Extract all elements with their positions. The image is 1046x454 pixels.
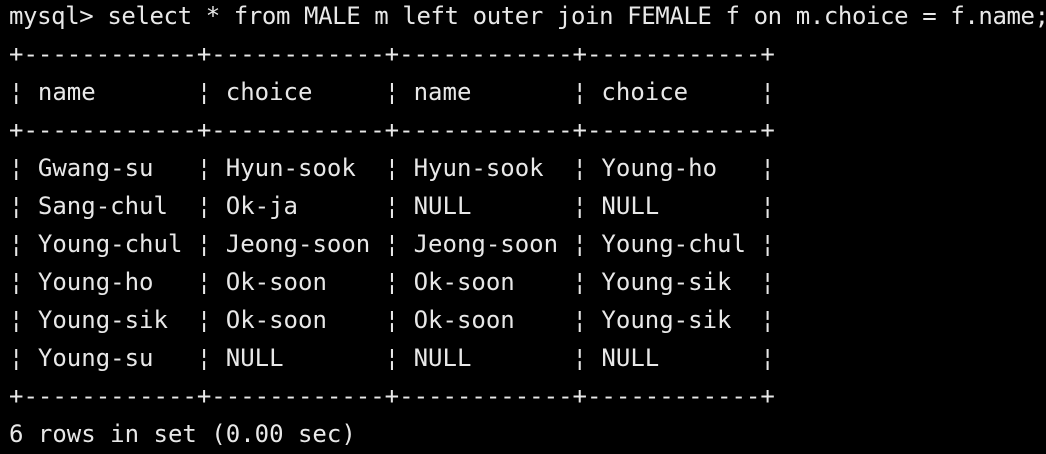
row-0-cell-2: Hyun-sook [399,154,573,182]
row-0-cell-0: Gwang-su [23,154,197,182]
row-3-cell-1: Ok-soon [211,268,385,296]
table-top-border: +------------+------------+------------+… [9,40,775,68]
row-1-cell-3: NULL [586,192,761,220]
row-3-cell-2: Ok-soon [399,268,573,296]
table-header-row: ¦ name ¦ choice ¦ name ¦ choice ¦ [9,78,775,106]
table-row: ¦ Sang-chul ¦ Ok-ja ¦ NULL ¦ NULL ¦ [9,192,775,220]
table-bottom-border: +------------+------------+------------+… [9,382,775,410]
row-4-cell-0: Young-sik [23,306,197,334]
table-header-border: +------------+------------+------------+… [9,116,775,144]
table-body: ¦ Gwang-su ¦ Hyun-sook ¦ Hyun-sook ¦ You… [9,149,1046,377]
row-0-cell-1: Hyun-sook [211,154,385,182]
mysql-prompt: mysql> [9,2,94,30]
row-1-cell-0: Sang-chul [23,192,197,220]
row-4-cell-2: Ok-soon [399,306,573,334]
sql-command: select * from MALE m left outer join FEM… [107,2,1046,30]
table-row: ¦ Young-ho ¦ Ok-soon ¦ Ok-soon ¦ Young-s… [9,268,775,296]
row-4-cell-3: Young-sik [586,306,761,334]
header-cell-1: choice [211,78,385,106]
table-row: ¦ Gwang-su ¦ Hyun-sook ¦ Hyun-sook ¦ You… [9,154,775,182]
table-row: ¦ Young-chul ¦ Jeong-soon ¦ Jeong-soon ¦… [9,230,775,258]
table-row: ¦ Young-sik ¦ Ok-soon ¦ Ok-soon ¦ Young-… [9,306,775,334]
row-3-cell-0: Young-ho [23,268,197,296]
row-2-cell-3: Young-chul [586,230,761,258]
row-2-cell-2: Jeong-soon [399,230,573,258]
row-5-cell-2: NULL [399,344,573,372]
command-line: mysql> select * from MALE m left outer j… [9,0,1046,35]
table-row: ¦ Young-su ¦ NULL ¦ NULL ¦ NULL ¦ [9,344,775,372]
header-cell-3: choice [586,78,761,106]
row-2-cell-1: Jeong-soon [211,230,385,258]
row-5-cell-3: NULL [586,344,761,372]
row-1-cell-2: NULL [399,192,573,220]
header-cell-0: name [23,78,197,106]
header-cell-2: name [399,78,573,106]
row-5-cell-1: NULL [211,344,385,372]
result-summary: 6 rows in set (0.00 sec) [9,420,356,448]
row-2-cell-0: Young-chul [23,230,197,258]
row-0-cell-3: Young-ho [586,154,761,182]
row-1-cell-1: Ok-ja [211,192,385,220]
row-5-cell-0: Young-su [23,344,197,372]
row-3-cell-3: Young-sik [586,268,761,296]
row-4-cell-1: Ok-soon [211,306,385,334]
